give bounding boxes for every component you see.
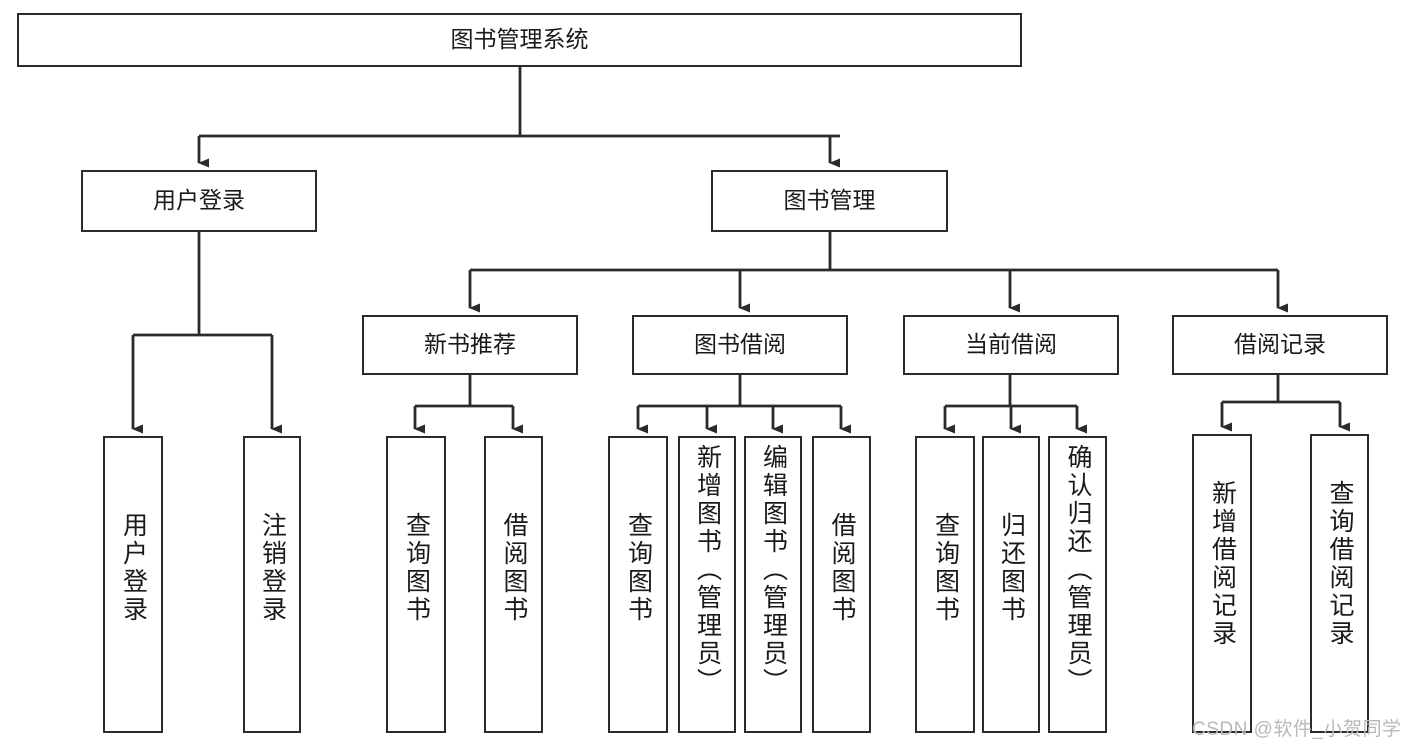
node-label: 借阅图书 [828, 512, 856, 624]
leaf-query-book-recommend[interactable]: 查询图书 [386, 436, 446, 733]
node-label: 查询借阅记录 [1326, 480, 1354, 648]
node-label: 归还图书 [997, 512, 1026, 624]
leaf-logout-login[interactable]: 注销登录 [243, 436, 301, 733]
leaf-borrow-book-borrow[interactable]: 借阅图书 [812, 436, 871, 733]
node-label: 当前借阅 [965, 331, 1057, 358]
csdn-watermark: CSDN @软件_小贺同学 [1192, 719, 1402, 740]
leaf-add-borrow-record[interactable]: 新增借阅记录 [1192, 434, 1252, 733]
node-label: 新增借阅记录 [1208, 480, 1237, 648]
leaf-borrow-book-recommend[interactable]: 借阅图书 [484, 436, 543, 733]
node-label: 查询图书 [931, 512, 960, 624]
node-label: 借阅图书 [500, 512, 528, 624]
node-user-login[interactable]: 用户登录 [81, 170, 317, 232]
node-new-book-recommend[interactable]: 新书推荐 [362, 315, 578, 375]
node-label: 图书借阅 [694, 331, 786, 358]
leaf-edit-book-admin[interactable]: 编辑图书（管理员） [744, 436, 802, 733]
node-current-borrow[interactable]: 当前借阅 [903, 315, 1119, 375]
node-label: 借阅记录 [1234, 331, 1326, 358]
leaf-user-login[interactable]: 用户登录 [103, 436, 163, 733]
leaf-return-book[interactable]: 归还图书 [982, 436, 1040, 733]
leaf-add-book-admin[interactable]: 新增图书（管理员） [678, 436, 736, 733]
node-label: 新增图书（管理员） [693, 444, 722, 696]
node-book-borrow[interactable]: 图书借阅 [632, 315, 848, 375]
node-label: 用户登录 [119, 512, 148, 624]
node-book-management[interactable]: 图书管理 [711, 170, 948, 232]
leaf-query-borrow-record[interactable]: 查询借阅记录 [1310, 434, 1369, 733]
leaf-query-book-current[interactable]: 查询图书 [915, 436, 975, 733]
node-borrow-record[interactable]: 借阅记录 [1172, 315, 1388, 375]
node-root-book-management-system[interactable]: 图书管理系统 [17, 13, 1022, 67]
node-label: 注销登录 [258, 512, 287, 624]
node-label: 新书推荐 [424, 331, 516, 358]
node-label: 查询图书 [402, 512, 431, 624]
node-label: 确认归还（管理员） [1064, 444, 1092, 696]
node-label: 图书管理 [783, 187, 876, 214]
leaf-confirm-return-admin[interactable]: 确认归还（管理员） [1048, 436, 1107, 733]
node-label: 编辑图书（管理员） [759, 444, 788, 696]
node-label: 用户登录 [153, 187, 245, 214]
node-label: 查询图书 [624, 512, 653, 624]
node-label: 图书管理系统 [450, 26, 589, 53]
leaf-query-book-borrow[interactable]: 查询图书 [608, 436, 668, 733]
